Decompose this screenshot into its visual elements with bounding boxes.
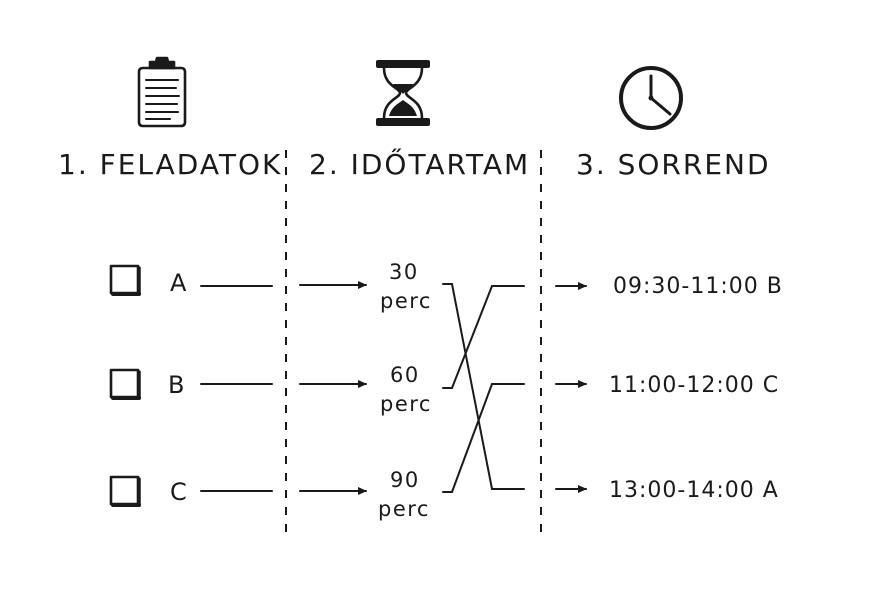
duration-30: 30 perc [380,260,432,313]
route-90-to-slot-2 [442,383,525,493]
duration-60: 60 perc [380,363,432,416]
clock-icon [619,66,683,130]
checkbox-b[interactable] [109,368,140,399]
duration-value-30: 30 [389,260,419,284]
duration-unit-90: perc [378,497,430,521]
task-row-c: C [109,475,188,507]
checkbox-c[interactable] [109,475,140,506]
duration-value-90: 90 [390,468,420,492]
route-30-to-slot-3 [442,283,525,490]
duration-unit-30: perc [380,289,432,313]
header-tasks: 1. FELADATOK [58,148,282,181]
schedule-slot-1: 09:30-11:00 B [613,274,783,299]
duration-value-60: 60 [390,363,420,387]
connector-a [200,281,367,289]
duration-unit-60: perc [380,392,432,416]
clipboard-icon [137,56,187,128]
duration-90: 90 perc [378,468,430,521]
checkbox-a[interactable] [109,264,140,295]
schedule-slot-2: 11:00-12:00 C [609,373,779,398]
header-duration: 2. IDŐTARTAM [309,147,530,181]
task-label-a: A [170,269,188,297]
header-order: 3. SORREND [576,148,771,181]
task-row-b: B [109,368,186,400]
schedule-slot-3: 13:00-14:00 A [609,478,779,503]
hourglass-icon [376,60,430,126]
route-60-to-slot-1 [442,285,525,389]
task-row-a: A [109,264,188,297]
task-label-b: B [168,371,186,399]
task-label-c: C [170,478,188,506]
